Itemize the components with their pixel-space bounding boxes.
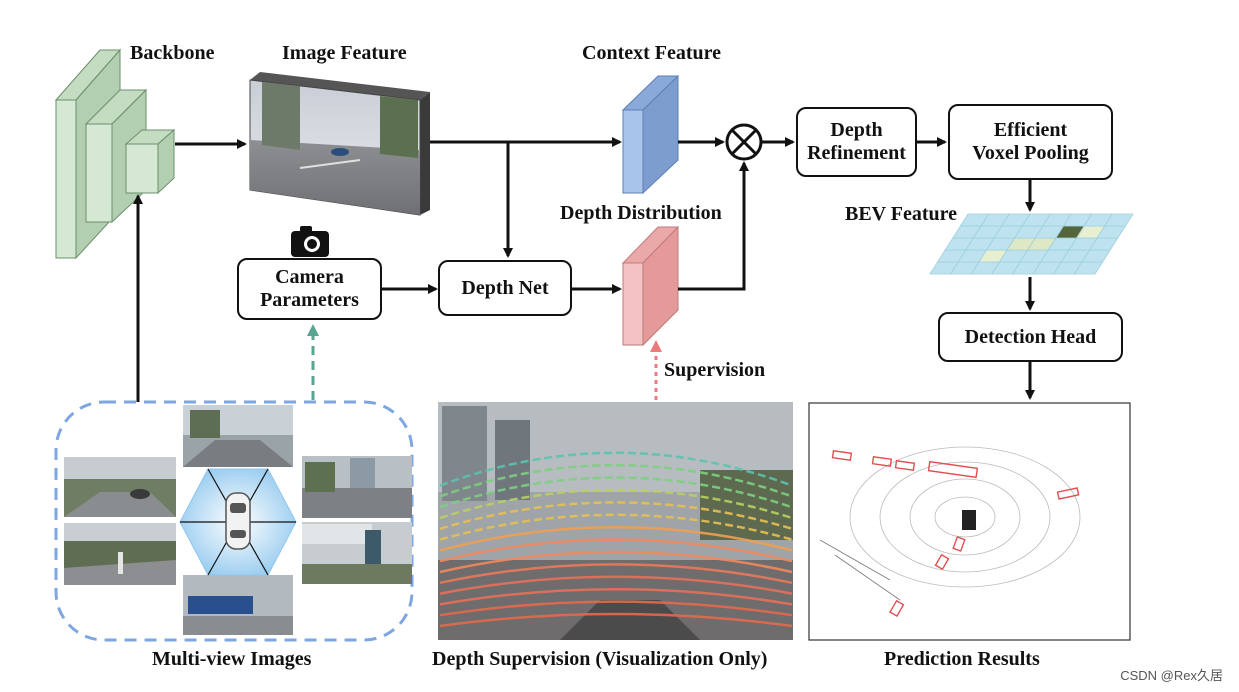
- predicted-box: [871, 455, 893, 468]
- predicted-box: [894, 459, 916, 472]
- lidar-scan-line: [439, 538, 793, 563]
- depth-net-box: Depth Net: [438, 260, 572, 316]
- lidar-scan-line: [439, 587, 793, 606]
- ego-vehicle: [962, 510, 976, 530]
- ego-car-hexagon: [179, 468, 297, 576]
- camera-view-front-left: [64, 457, 176, 517]
- image-feature-label: Image Feature: [282, 42, 407, 64]
- multi-view-images-label: Multi-view Images: [152, 648, 312, 670]
- prediction-results-label: Prediction Results: [884, 648, 1040, 670]
- lidar-scan-line: [439, 526, 793, 552]
- camera-view-back-left: [64, 523, 176, 585]
- predicted-box: [927, 460, 979, 479]
- camera-view-back: [183, 575, 293, 635]
- backbone-label: Backbone: [130, 42, 215, 64]
- camera-parameters-box: Camera Parameters: [237, 258, 382, 320]
- connectors: [133, 137, 1035, 402]
- depth-refinement-box: Depth Refinement: [796, 107, 917, 177]
- depth-supervision-picture: [438, 402, 793, 640]
- multi-view-images-panel: [54, 400, 414, 642]
- arrow-distribution-to-product: [678, 161, 749, 291]
- predicted-box: [952, 536, 966, 552]
- detection-head-text: Detection Head: [964, 325, 1097, 348]
- lidar-scan-line: [439, 488, 793, 520]
- depth-refinement-text: Depth Refinement: [807, 119, 906, 164]
- detection-head-box: Detection Head: [938, 312, 1123, 362]
- lidar-scan-line: [439, 550, 793, 574]
- lidar-scan-line: [439, 501, 793, 530]
- backbone-network: [54, 48, 176, 260]
- predicted-box: [889, 599, 905, 618]
- context-feature-block: [621, 74, 680, 195]
- lidar-scan-line: [439, 600, 793, 617]
- depth-distribution-block: [621, 225, 680, 347]
- camera-view-front: [183, 405, 293, 467]
- lidar-scan-line: [439, 513, 793, 541]
- efficient-voxel-pooling-box: Efficient Voxel Pooling: [948, 104, 1113, 180]
- lidar-scan-line: [439, 463, 793, 498]
- car-icon: [225, 492, 251, 550]
- lidar-scan-line: [439, 451, 793, 487]
- bev-feature-grid: [929, 213, 1134, 275]
- lidar-scan-line: [439, 476, 793, 509]
- predicted-box: [831, 449, 853, 462]
- camera-view-back-right: [302, 522, 412, 584]
- depth-distribution-label: Depth Distribution: [560, 202, 722, 224]
- predicted-box: [1056, 487, 1080, 500]
- camera-parameters-text: Camera Parameters: [260, 266, 359, 311]
- camera-view-front-right: [302, 456, 412, 518]
- prediction-results-panel: [808, 402, 1131, 641]
- lidar-scan-line: [439, 563, 793, 585]
- bev-feature-label: BEV Feature: [845, 203, 958, 225]
- depth-net-text: Depth Net: [461, 276, 549, 299]
- bev-grid-cell: [1104, 213, 1134, 227]
- supervision-label: Supervision: [664, 359, 766, 381]
- efficient-voxel-pooling-text: Efficient Voxel Pooling: [972, 119, 1089, 164]
- predicted-box: [934, 553, 950, 571]
- image-feature-picture: [249, 72, 430, 216]
- depth-supervision-label: Depth Supervision (Visualization Only): [432, 648, 768, 670]
- outer-product-icon: [725, 123, 763, 161]
- watermark-credit: CSDN @Rex久居: [1120, 668, 1223, 683]
- camera-icon: [291, 226, 329, 257]
- lidar-scan-line: [439, 575, 793, 595]
- context-feature-label: Context Feature: [582, 42, 722, 64]
- lidar-scan-line: [439, 612, 793, 628]
